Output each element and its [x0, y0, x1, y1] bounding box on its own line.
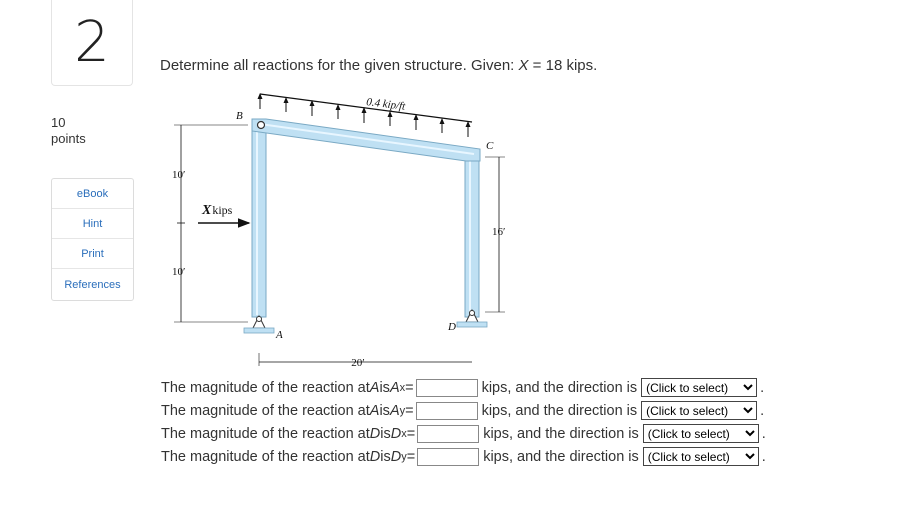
row-text: The magnitude of the reaction at [161, 448, 370, 465]
tools-panel: eBook Hint Print References [51, 178, 134, 301]
question-prompt: Determine all reactions for the given st… [160, 57, 597, 74]
tool-hint[interactable]: Hint [52, 209, 133, 239]
row-point: D [369, 425, 381, 442]
row-subscript: y [401, 450, 407, 463]
row-text: The magnitude of the reaction at [161, 402, 370, 419]
tool-print[interactable]: Print [52, 239, 133, 269]
row-is: is [380, 448, 391, 465]
prompt-text: Determine all reactions for the given st… [160, 57, 519, 74]
row-equals: = [405, 379, 414, 396]
row-equals: = [406, 448, 416, 465]
row-subscript: x [401, 427, 407, 440]
label-a: A [275, 329, 283, 341]
direction-select-dy[interactable]: (Click to select) [642, 447, 759, 466]
row-symbol: D [390, 425, 402, 442]
points-box: 10 points [51, 115, 86, 147]
label-d: D [447, 321, 456, 333]
label-c: C [486, 140, 494, 152]
row-symbol: D [390, 448, 402, 465]
dim-left-top: 10′ [172, 169, 185, 181]
row-is: is [380, 425, 391, 442]
row-subscript: x [399, 381, 406, 394]
beam-bc [251, 118, 481, 162]
row-is: is [379, 379, 390, 396]
row-equals: = [405, 402, 414, 419]
force-label: Xkips [201, 203, 233, 218]
row-end: . [761, 448, 766, 465]
points-value: 10 [51, 115, 66, 130]
answer-input-ax[interactable] [415, 378, 478, 397]
load-label: 0.4 kip/ft [366, 96, 407, 113]
column-cd [464, 148, 480, 318]
prompt-given: = 18 kips. [528, 57, 598, 74]
answer-input-ay[interactable] [415, 401, 478, 420]
pin-b [256, 120, 266, 130]
row-unit: kips, and the direction is [481, 402, 638, 419]
dim-left-bottom: 10′ [172, 266, 185, 278]
row-symbol: A [389, 402, 400, 419]
row-equals: = [406, 425, 416, 442]
row-unit: kips, and the direction is [483, 448, 639, 465]
structure-diagram: 0.4 kip/ft B C A D 10′ 10′ Xkips 16′ 20′ [172, 93, 505, 369]
force-variable: X [201, 203, 212, 218]
direction-select-dx[interactable]: (Click to select) [642, 424, 759, 443]
question-number: 2 [51, 0, 133, 86]
row-point: D [369, 448, 381, 465]
row-end: . [760, 402, 765, 419]
row-point: A [369, 402, 380, 419]
support-a [243, 314, 275, 334]
row-text: The magnitude of the reaction at [161, 379, 370, 396]
dim-right: 16′ [492, 226, 505, 238]
row-point: A [369, 379, 380, 396]
direction-select-ay[interactable]: (Click to select) [641, 401, 758, 420]
tool-ebook[interactable]: eBook [52, 179, 133, 209]
row-symbol: A [389, 379, 400, 396]
points-label: points [51, 131, 86, 146]
answer-input-dy[interactable] [417, 447, 480, 466]
row-unit: kips, and the direction is [481, 379, 638, 396]
row-is: is [379, 402, 390, 419]
row-subscript: y [399, 404, 406, 417]
label-b: B [236, 110, 243, 122]
direction-select-ax[interactable]: (Click to select) [641, 378, 758, 397]
tool-references[interactable]: References [64, 278, 121, 291]
force-unit: kips [212, 203, 232, 217]
support-d [456, 308, 488, 328]
row-text: The magnitude of the reaction at [161, 425, 370, 442]
row-unit: kips, and the direction is [483, 425, 639, 442]
row-end: . [760, 379, 765, 396]
row-end: . [761, 425, 766, 442]
prompt-variable: X [518, 57, 529, 74]
answer-input-dx[interactable] [417, 424, 480, 443]
column-ab [251, 120, 267, 318]
dim-bottom: 20′ [351, 357, 364, 369]
